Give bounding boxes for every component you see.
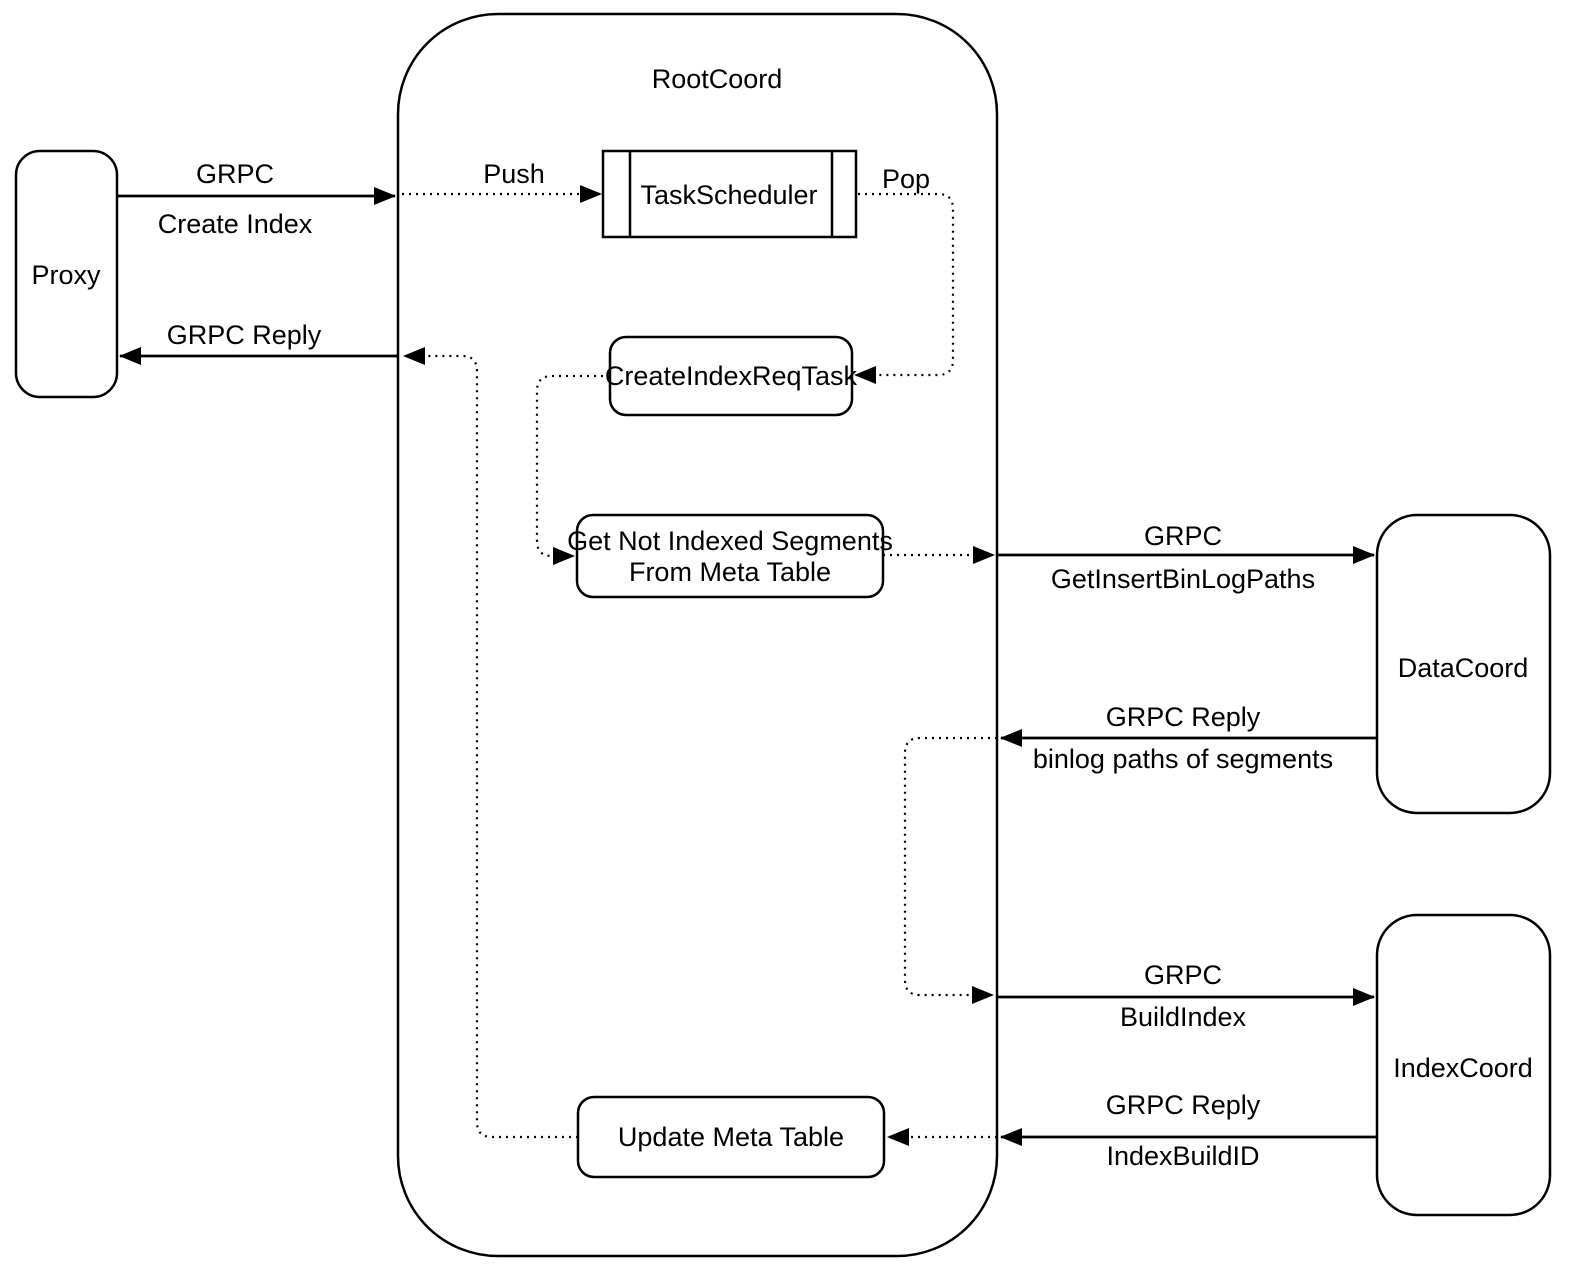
create-index-req-task-label: CreateIndexReqTask xyxy=(605,361,858,391)
task-scheduler-node xyxy=(601,149,858,239)
rootcoord-label: RootCoord xyxy=(652,64,783,94)
update-meta-table-label: Update Meta Table xyxy=(618,1122,844,1152)
index-coord-node xyxy=(1375,913,1552,1217)
edge-buildindex-label-grpc: GRPC xyxy=(1144,960,1222,990)
edge-binlog-reply-label-binlogpaths: binlog paths of segments xyxy=(1033,744,1333,774)
edge-indexbuildid-reply-label-grpcreply: GRPC Reply xyxy=(1106,1090,1261,1120)
edge-pop-arrow xyxy=(854,192,955,384)
edge-binlog-to-buildindex-arrow xyxy=(903,736,997,1004)
edge-getinsertbinlogpaths-label-grpc: GRPC xyxy=(1144,521,1222,551)
get-not-indexed-segments-label-line1: Get Not Indexed Segments xyxy=(567,526,893,556)
task-scheduler-label: TaskScheduler xyxy=(640,180,817,210)
edge-pop-label: Pop xyxy=(882,164,930,194)
data-coord-node xyxy=(1375,513,1552,815)
proxy-label: Proxy xyxy=(31,260,101,290)
edge-buildindex-label-method: BuildIndex xyxy=(1120,1002,1247,1032)
edge-updatemeta-to-boundary-arrow xyxy=(403,347,578,1139)
edge-push-label: Push xyxy=(483,159,545,189)
index-coord-label: IndexCoord xyxy=(1393,1053,1533,1083)
edge-task-to-segments-arrow xyxy=(535,374,610,565)
edge-grpc-reply-proxy-label: GRPC Reply xyxy=(167,320,322,350)
edge-getinsertbinlogpaths-label-method: GetInsertBinLogPaths xyxy=(1051,564,1315,594)
rootcoord-container xyxy=(396,12,999,1258)
proxy-node xyxy=(14,149,119,399)
get-not-indexed-segments-label-line2: From Meta Table xyxy=(629,557,831,587)
edge-binlog-reply-label-grpcreply: GRPC Reply xyxy=(1106,702,1261,732)
edge-create-index-label-grpc: GRPC xyxy=(196,159,274,189)
edge-indexbuildid-reply-label-id: IndexBuildID xyxy=(1106,1141,1259,1171)
data-coord-label: DataCoord xyxy=(1398,653,1529,683)
edge-create-index-label-createindex: Create Index xyxy=(158,209,313,239)
